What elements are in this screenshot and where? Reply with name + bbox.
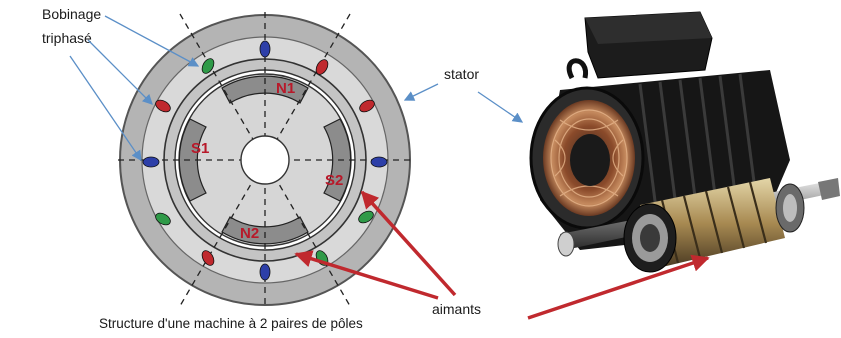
motor-illustration — [531, 12, 840, 272]
cross-section: N1 S1 S2 N2 — [118, 12, 412, 308]
winding-label-line1: Bobinage — [42, 6, 101, 22]
stator-pointers — [405, 84, 522, 122]
pole-n1: N1 — [276, 80, 295, 97]
magnets-label: aimants — [432, 301, 481, 317]
coil-a1 — [260, 41, 270, 57]
coil-a2 — [260, 264, 270, 280]
shaft — [241, 136, 289, 184]
pole-n2: N2 — [240, 225, 259, 242]
figure-caption: Structure d'une machine à 2 paires de pô… — [99, 316, 363, 331]
pole-s2: S2 — [325, 172, 343, 189]
stator-label: stator — [444, 66, 479, 82]
pole-s1: S1 — [191, 140, 209, 157]
coil-a3 — [143, 157, 159, 167]
coil-a4 — [371, 157, 387, 167]
winding-label-line2: triphasé — [42, 30, 92, 46]
